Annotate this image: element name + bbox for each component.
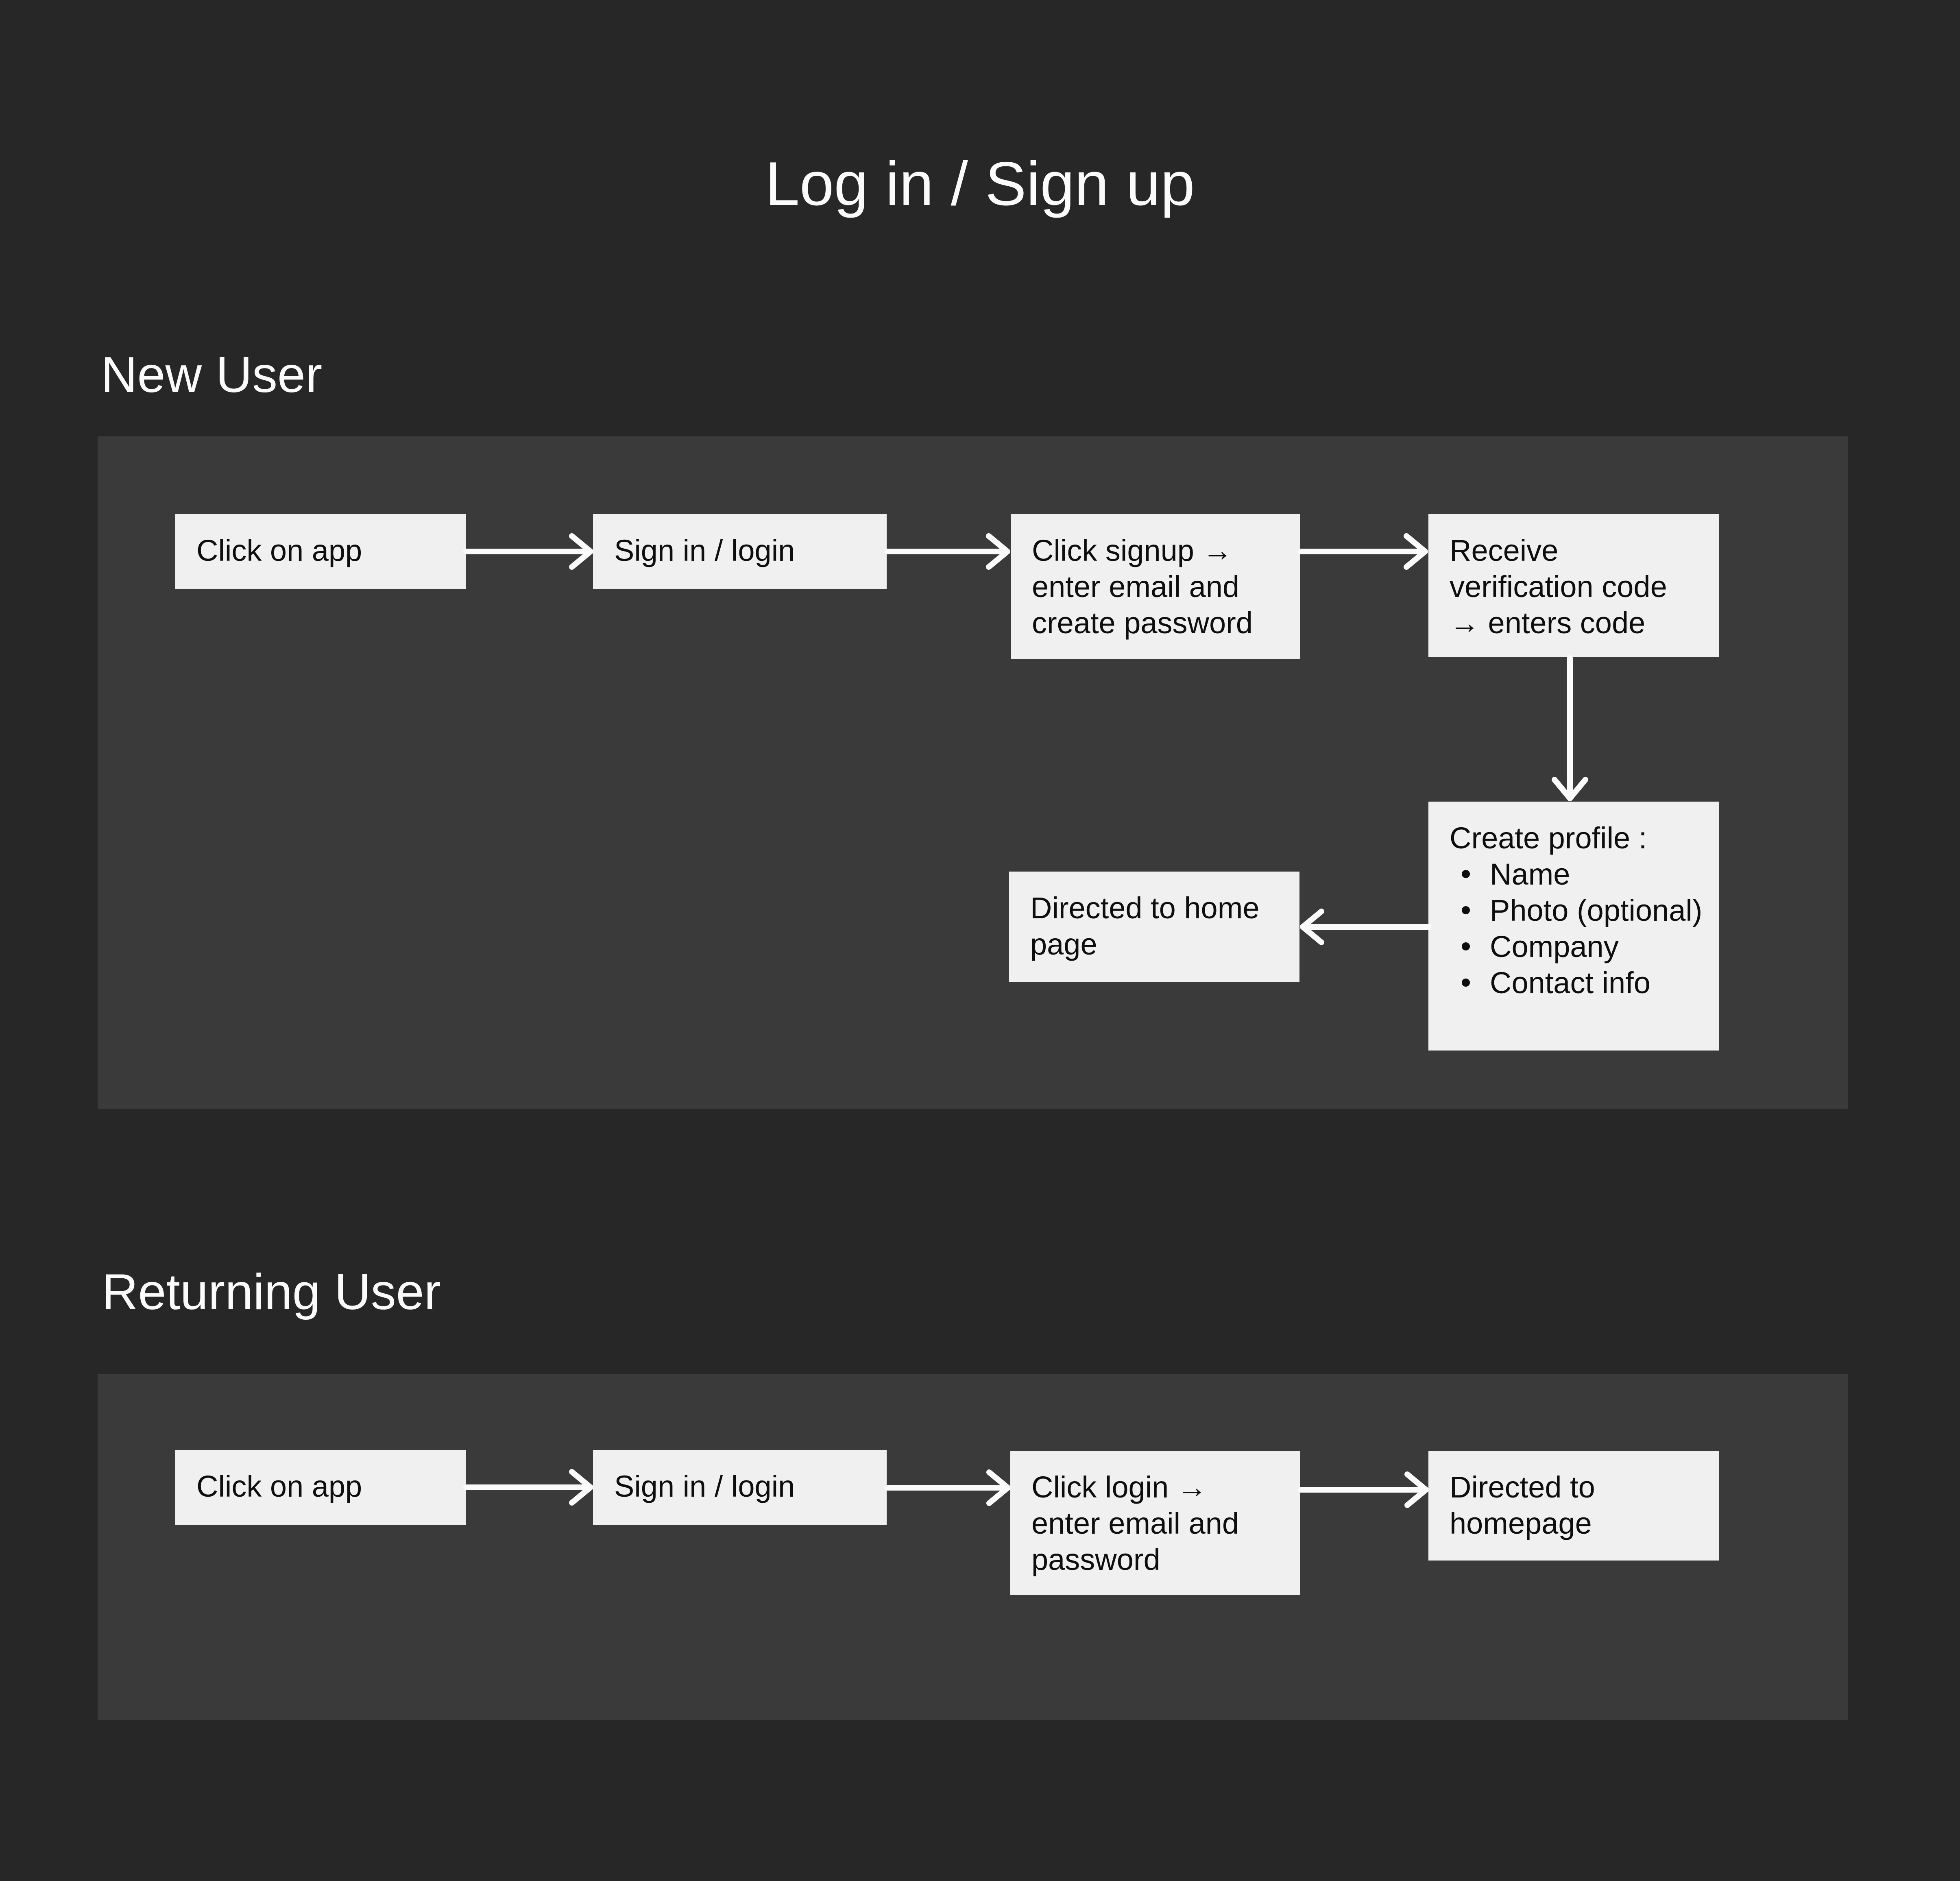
flow-box-label-line: Click signup → bbox=[1032, 534, 1233, 567]
arrow-right-icon bbox=[463, 1469, 593, 1506]
profile-bullet-item: Photo (optional) bbox=[1450, 892, 1703, 929]
arrow-left-icon bbox=[1300, 909, 1431, 945]
flow-box-click-signup: Click signup → enter email and create pa… bbox=[1011, 514, 1300, 659]
flow-box-click-on-app: Click on app bbox=[175, 514, 466, 589]
flow-box-create-profile: Create profile : Name Photo (optional) C… bbox=[1428, 802, 1719, 1051]
section-heading-returning-user: Returning User bbox=[102, 1264, 441, 1320]
section-heading-new-user: New User bbox=[101, 347, 323, 403]
arrow-right-icon bbox=[885, 1469, 1011, 1506]
flow-box-directed-to-homepage: Directed to homepage bbox=[1428, 1451, 1719, 1561]
flow-box-sign-in-login: Sign in / login bbox=[593, 514, 887, 589]
flow-box-label-line: Receive bbox=[1450, 534, 1559, 567]
flow-box-label-line: page bbox=[1030, 927, 1097, 961]
arrow-right-icon bbox=[1298, 533, 1428, 570]
flow-box-label-line: Click login → bbox=[1031, 1470, 1207, 1504]
flow-box-label: Click on app bbox=[196, 534, 362, 567]
page-title: Log in / Sign up bbox=[765, 149, 1195, 218]
profile-bullet-list: Name Photo (optional) Company Contact in… bbox=[1450, 856, 1703, 1001]
flow-box-receive-verification-code: Receive verification code → enters code bbox=[1428, 514, 1719, 657]
flow-box-label: Create profile : bbox=[1450, 821, 1647, 855]
arrow-right-icon bbox=[885, 533, 1010, 570]
flow-box-label-line: Directed to home bbox=[1030, 891, 1260, 925]
flow-box-click-login: Click login → enter email and password bbox=[1010, 1451, 1300, 1595]
arrow-down-icon bbox=[1552, 655, 1588, 801]
profile-bullet-item: Contact info bbox=[1450, 965, 1703, 1001]
flow-box-label-line: → enters code bbox=[1450, 606, 1646, 640]
flow-box-label-line: create password bbox=[1032, 606, 1253, 640]
flow-box-label: Sign in / login bbox=[614, 1469, 795, 1503]
flow-box-label-line: homepage bbox=[1450, 1506, 1592, 1540]
flow-box-directed-to-home-page: Directed to home page bbox=[1009, 872, 1299, 982]
new-user-panel: Click on app Sign in / login Click signu… bbox=[98, 436, 1848, 1109]
flow-box-sign-in-login: Sign in / login bbox=[593, 1450, 887, 1525]
returning-user-panel: Click on app Sign in / login Click login… bbox=[98, 1374, 1848, 1720]
flow-box-label-line: enter email and bbox=[1031, 1506, 1239, 1540]
flow-box-label: Click on app bbox=[196, 1469, 362, 1503]
flow-box-label-line: verification code bbox=[1450, 570, 1667, 604]
flow-box-label: Sign in / login bbox=[614, 534, 795, 567]
arrow-right-icon bbox=[1298, 1471, 1429, 1508]
profile-bullet-item: Name bbox=[1450, 856, 1703, 892]
profile-bullet-item: Company bbox=[1450, 929, 1703, 965]
flow-box-click-on-app: Click on app bbox=[175, 1450, 466, 1525]
flow-box-label-line: enter email and bbox=[1032, 570, 1240, 604]
flow-box-label-line: Directed to bbox=[1450, 1470, 1595, 1504]
arrow-right-icon bbox=[463, 533, 593, 570]
flow-box-label-line: password bbox=[1031, 1543, 1160, 1576]
